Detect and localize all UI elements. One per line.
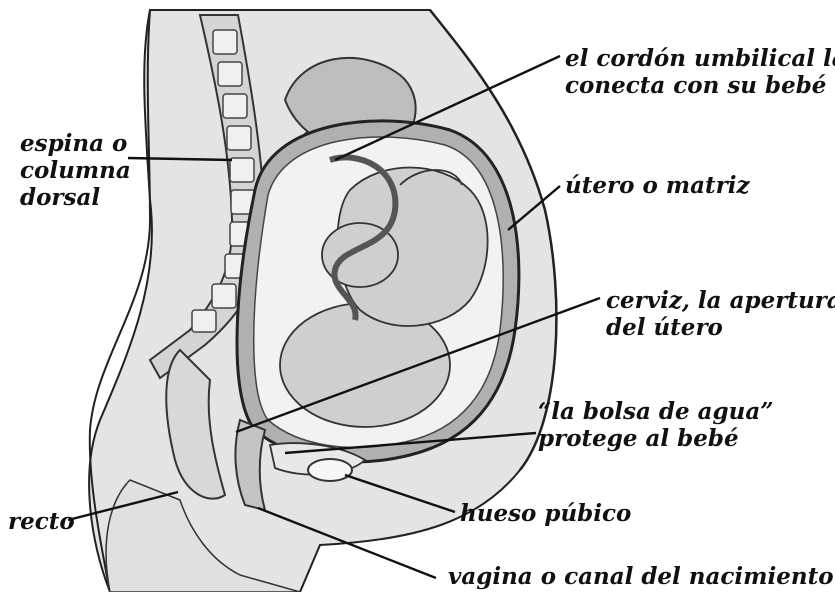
label-cervix-line2: del útero bbox=[606, 314, 835, 341]
label-rectum: recto bbox=[8, 508, 75, 535]
label-spine-line3: dorsal bbox=[20, 184, 131, 211]
label-cervix: cerviz, la apertura del útero bbox=[606, 287, 835, 341]
label-cord-line2: conecta con su bebé bbox=[565, 72, 835, 99]
label-spine-line1: espina o bbox=[20, 130, 131, 157]
label-bag-line1: “la bolsa de agua” bbox=[538, 398, 773, 425]
label-vagina: vagina o canal del nacimiento bbox=[448, 563, 834, 590]
label-uterus: útero o matriz bbox=[565, 172, 750, 199]
label-spine: espina o columna dorsal bbox=[20, 130, 131, 211]
label-pubic-bone: hueso púbico bbox=[460, 500, 631, 527]
label-bag-line2: protege al bebé bbox=[538, 425, 773, 452]
label-cervix-line1: cerviz, la apertura bbox=[606, 287, 835, 314]
pubic-bone bbox=[308, 459, 352, 481]
label-water-bag: “la bolsa de agua” protege al bebé bbox=[538, 398, 773, 452]
label-spine-line2: columna bbox=[20, 157, 131, 184]
label-cord-line1: el cordón umbilical la bbox=[565, 45, 835, 72]
label-umbilical-cord: el cordón umbilical la conecta con su be… bbox=[565, 45, 835, 99]
